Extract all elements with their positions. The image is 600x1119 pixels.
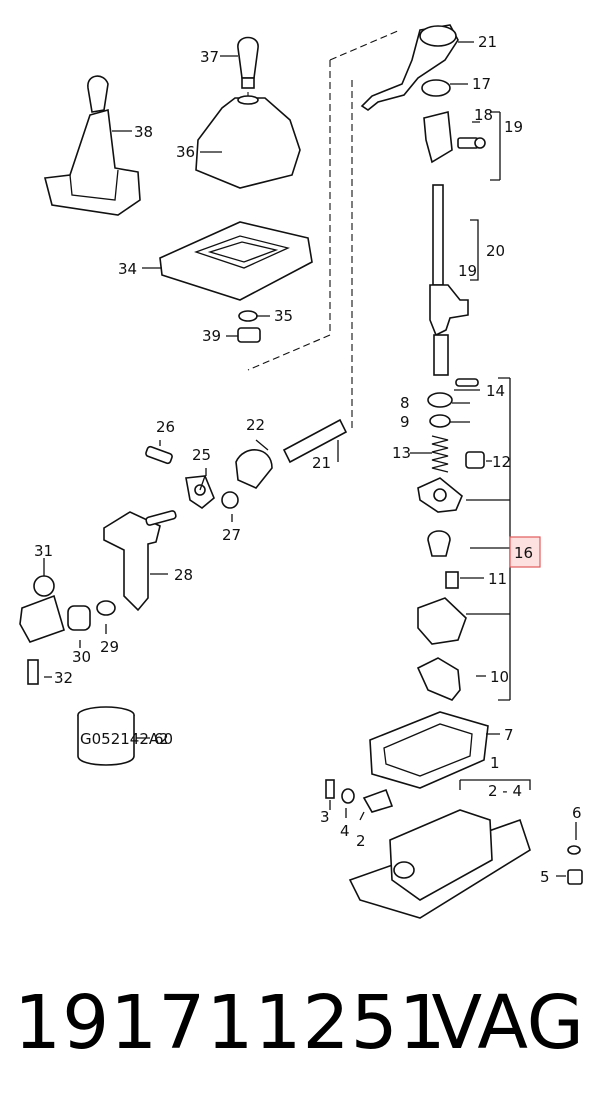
callout-37: 37	[200, 48, 219, 66]
shift-knob-37	[237, 36, 259, 89]
footer: 191711251 VAG	[0, 980, 600, 1100]
pin-14	[455, 378, 479, 387]
washer-9	[429, 414, 451, 428]
assembly-line-top	[247, 29, 401, 371]
bearing-8	[427, 392, 453, 408]
bolt-18	[457, 137, 486, 149]
exploded-parts-diagram: G052142A2 38 36 37 34 35 39 21 17 18 19 …	[19, 24, 583, 919]
washer-4	[341, 788, 355, 804]
callout-18: 18	[474, 106, 493, 124]
callout-22: 22	[246, 416, 265, 434]
callout-5: 5	[540, 868, 550, 886]
callout-32: 32	[54, 669, 73, 687]
callout-3: 3	[320, 808, 330, 826]
nut-12	[465, 451, 485, 469]
callout-25: 25	[192, 446, 211, 464]
nut-39	[237, 327, 261, 343]
ball-joint-31	[19, 575, 65, 643]
callout-60: 60	[154, 730, 173, 748]
callout-21-top: 21	[478, 33, 497, 51]
bolt-5	[567, 869, 583, 885]
callout-11: 11	[488, 570, 507, 588]
callout-1: 1	[490, 754, 500, 772]
callout-7: 7	[504, 726, 514, 744]
callout-19-upper: 19	[504, 118, 523, 136]
washer-29	[96, 600, 116, 616]
callout-12: 12	[492, 453, 511, 471]
lever-25	[185, 475, 215, 509]
spring-13	[431, 435, 449, 473]
bolt-26	[145, 445, 173, 465]
highlight-box-16	[509, 536, 541, 568]
shift-boot-36	[195, 95, 301, 189]
clamp-19	[423, 111, 453, 164]
bracket-28	[103, 510, 177, 612]
callout-26: 26	[156, 418, 175, 436]
cover-plate-34	[159, 221, 313, 301]
shift-rod-21-lower	[235, 418, 348, 489]
callout-38: 38	[134, 123, 153, 141]
callout-8: 8	[400, 394, 410, 412]
bushing-60: G052142A2	[77, 706, 169, 766]
callout-20: 20	[486, 242, 505, 260]
part-number: 191711251	[14, 980, 447, 1066]
callout-29: 29	[100, 638, 119, 656]
gasket-10	[416, 657, 461, 701]
washer-6	[567, 845, 581, 855]
callout-10: 10	[490, 668, 509, 686]
callout-4: 4	[340, 822, 350, 840]
callout-30: 30	[72, 648, 91, 666]
base-housing	[348, 809, 531, 919]
callout-13: 13	[392, 444, 411, 462]
callout-2-4: 2 - 4	[488, 782, 522, 800]
callout-16: 16	[514, 544, 533, 562]
bracket-2	[362, 788, 394, 813]
leader-lines	[43, 41, 577, 877]
callout-34: 34	[118, 260, 137, 278]
callout-36: 36	[176, 143, 195, 161]
callout-21-mid: 21	[312, 454, 331, 472]
callout-14: 14	[486, 382, 505, 400]
bolt-32	[27, 659, 39, 685]
callout-2: 2	[356, 832, 366, 850]
callout-28: 28	[174, 566, 193, 584]
callout-9: 9	[400, 413, 410, 431]
callout-27: 27	[222, 526, 241, 544]
guide-housing-16	[417, 477, 467, 645]
callout-35: 35	[274, 307, 293, 325]
shift-rod-20	[429, 184, 469, 376]
callout-31: 31	[34, 542, 53, 560]
gear-boot-38	[43, 75, 141, 216]
callout-6: 6	[572, 804, 582, 822]
bushing-30	[67, 605, 91, 631]
bolt-3	[325, 779, 335, 799]
washer-35	[238, 310, 258, 322]
callout-19-lower: 19	[458, 262, 477, 280]
callout-17: 17	[472, 75, 491, 93]
nut-27	[221, 491, 239, 509]
callout-39: 39	[202, 327, 221, 345]
bushing-17	[421, 79, 451, 97]
brand-name: VAG	[431, 980, 584, 1066]
shift-lever-21-upper	[360, 24, 459, 111]
bushing-60-print: G052142A2	[80, 730, 169, 748]
gasket-7	[369, 711, 489, 789]
